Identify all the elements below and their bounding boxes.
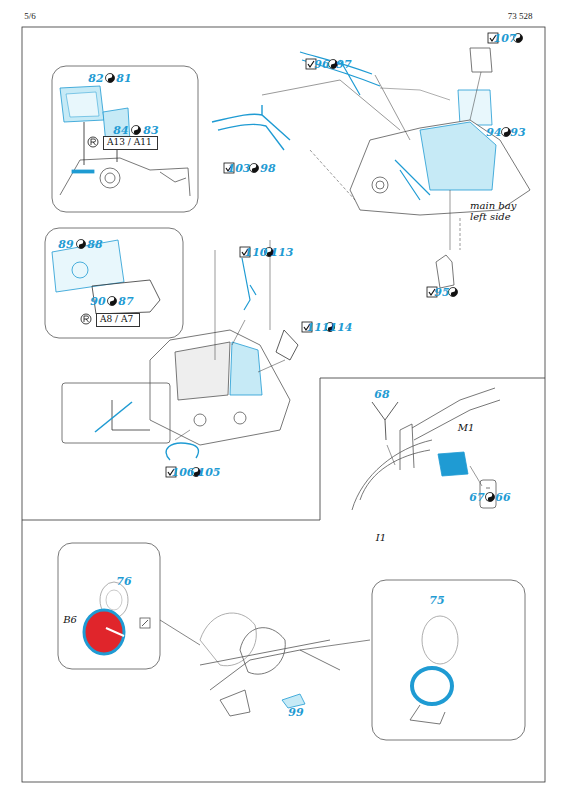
callout-number: 97 <box>336 59 351 70</box>
callout-number: 107 <box>494 33 517 44</box>
callout-number: 76 <box>116 576 131 587</box>
part-reference-box: A8 / A7 <box>96 313 140 327</box>
callout-number: 68 <box>374 389 389 400</box>
callout-number: 87 <box>118 296 133 307</box>
part-name: B6 <box>63 615 77 625</box>
callout-number: 103 <box>228 163 251 174</box>
callout-number: 67 <box>469 492 484 503</box>
remove-symbol <box>88 137 98 147</box>
finish-symbol <box>108 297 117 306</box>
callout-number: 66 <box>495 492 510 503</box>
callout-number: 105 <box>198 467 221 478</box>
callout-number: 89 <box>58 239 73 250</box>
callout-number: 106 <box>172 467 195 478</box>
callout-number: 81 <box>116 73 131 84</box>
part-reference: A13 / A11 <box>107 138 154 148</box>
finish-symbol <box>486 493 495 502</box>
finish-symbol <box>329 60 338 69</box>
callout-number: 113 <box>271 247 294 258</box>
page-number: 5/6 <box>24 12 36 21</box>
callout-number: 93 <box>510 127 525 138</box>
finish-symbol <box>106 74 115 83</box>
finish-symbol <box>250 164 259 173</box>
part-reference: A8 / A7 <box>100 315 136 325</box>
callout-number: 111 <box>307 322 330 333</box>
finish-symbol <box>449 288 458 297</box>
remove-symbol <box>81 314 91 324</box>
callout-number: 96 <box>314 59 329 70</box>
part-name: I1 <box>376 533 386 543</box>
part-reference-box: A13 / A11 <box>103 136 158 150</box>
callout-number: 98 <box>260 163 275 174</box>
callout-number: 94 <box>486 127 501 138</box>
callout-number: 82 <box>88 73 103 84</box>
part-name: M1 <box>458 423 475 433</box>
callout-number: 75 <box>429 595 444 606</box>
finish-symbol <box>132 126 141 135</box>
callout-number: 114 <box>330 322 353 333</box>
area-note: main bay left side <box>470 200 522 222</box>
finish-symbol <box>77 240 86 249</box>
callout-number: 88 <box>87 239 102 250</box>
callout-number: 90 <box>90 296 105 307</box>
callout-number: 83 <box>143 125 158 136</box>
sheet-number: 73 528 <box>508 12 533 21</box>
finish-symbol <box>502 128 511 137</box>
callout-number: 84 <box>113 125 128 136</box>
callout-number: 95 <box>434 287 449 298</box>
callout-number: 110 <box>245 247 268 258</box>
callout-number: 99 <box>288 707 303 718</box>
